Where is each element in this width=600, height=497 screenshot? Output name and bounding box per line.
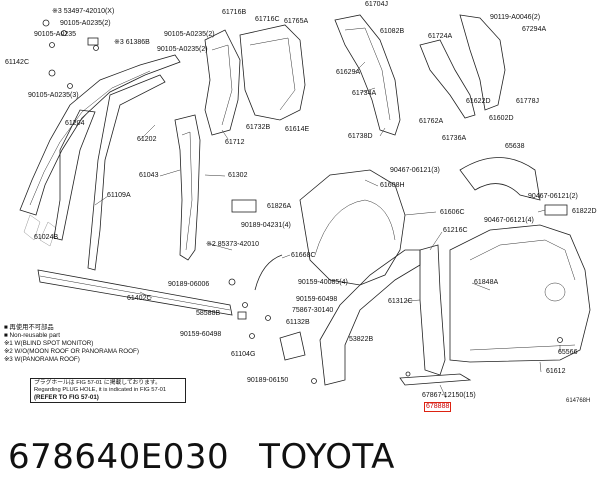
label-53822b: 53822B [349,336,374,343]
label-61109a: 61109A [107,192,131,199]
caption-brand: TOYOTA [259,437,395,477]
label-61765a: 61765A [284,18,309,25]
caption-part-number: 678640E030 [8,437,230,477]
leader-lines [75,61,561,399]
label-61826a: 61826A [267,203,292,210]
label-61614e: 61614E [285,126,310,133]
label-61736a: 61736A [442,135,467,142]
label-61606c: 61606C [440,209,465,216]
note-nonreusable-en: ■ Non-reusable part [4,332,60,339]
reinforcement-61712 [204,29,241,136]
center-pillar-61043 [174,114,201,261]
fastener-group-top-left [42,19,99,89]
ref-line-fig: (REFER TO FIG 57-01) [34,394,99,401]
panel-61602d [419,14,506,119]
label-61312c: 61312C [388,298,413,305]
label-85373-42010: ※2 85373-42010 [206,241,259,248]
label-61402c: 61402C [127,295,152,302]
roof-rail-61204 [19,54,181,247]
side-sill-61402c [37,269,233,316]
label-61608h: 61608H [380,182,405,189]
ref-line-jp: プラグホールは FIG 57-01 に掲載しております。 [34,380,161,386]
label-61622d: 61622D [466,98,491,105]
clip-group [228,278,563,384]
label-65566: 65566 [558,349,578,356]
figure-code: 614768H [566,398,591,404]
label-90105-a0235-3: 90105-A0235(3) [28,92,79,99]
bracket-61104g [279,331,306,361]
quarter-upper-61716c [239,24,306,121]
label-61612: 61612 [546,368,566,375]
label-90159-60498b: 90159-60498 [180,331,222,338]
label-90119-a0046: 90119-A0046(2) [490,14,541,21]
label-61024b: 61024B [34,234,59,241]
label-61142c: 61142C [5,59,30,66]
note-nonreusable-jp: ■ 再使用不可部品 [4,324,54,331]
label-61732b: 61732B [246,124,271,131]
label-90105-a0235-2: 90105-A0235(2) [60,20,111,27]
label-90105-a0235-2c: 90105-A0235(2) [157,46,208,53]
label-67867-12150: 67867-12150(15) [422,392,476,399]
label-61734a: 61734A [352,90,377,97]
label-61132b: 61132B [286,319,310,326]
label-90189-06006: 90189-06006 [168,281,210,288]
label-90189-06150: 90189-06150 [247,377,289,384]
label-61778j: 61778J [516,98,539,105]
reference-box: プラグホールは FIG 57-01 に掲載しております。 Regarding P… [30,378,186,403]
panel-61704j [334,14,401,136]
part-61822d [544,204,568,216]
label-61738d: 61738D [348,133,373,140]
label-90105-a0235-2b: 90105-A0235(2) [164,31,215,38]
ref-line-en: Regarding PLUG HOLE, it is indicated in … [34,387,167,393]
label-90467-2: 90467-06121(2) [528,193,578,200]
front-frame-61132b [319,249,421,386]
part-61826a [231,199,257,213]
label-61216c: 61216C [443,227,468,234]
label-90159-40085: 90159-40085(4) [298,279,348,286]
label-90105-a0235: 90105-A0235 [34,31,77,38]
label-61202: 61202 [137,136,157,143]
label-61386b: ※3 61386B [114,39,150,46]
label-678888-highlighted[interactable]: 678888 [423,402,452,412]
label-58588b: 58588B [196,310,221,317]
exploded-body-diagram [19,14,591,399]
label-61302: 61302 [228,172,248,179]
label-75867-30140: 75867-30140 [292,307,334,314]
strip-61668c [254,254,283,291]
caption: 678640E030 TOYOTA [8,437,425,477]
label-61043: 61043 [139,172,159,179]
front-pillar-61202 [53,74,166,271]
label-53497-42010: ※3 53497-42010(X) [52,8,115,15]
label-61848a: 61848A [474,279,499,286]
label-90189-04231: 90189-04231(4) [241,222,291,229]
label-61762a: 61762A [419,118,444,125]
fender-liner-65638 [459,157,541,201]
label-61704j: 61704J [365,1,388,8]
note-blind-spot: ※1 W(BLIND SPOT MONITOR) [4,340,94,347]
label-61724a: 61724A [428,33,453,40]
label-61629a: 61629A [336,69,361,76]
label-61668c: 61668C [291,252,316,259]
center-pillar-outer-61312c [419,244,446,376]
label-61712: 61712 [225,139,245,146]
label-61204: 61204 [65,120,85,127]
note-panorama-roof: ※3 W(PANORAMA ROOF) [4,356,80,363]
label-61082b: 61082B [380,28,405,35]
label-65638: 65638 [505,143,525,150]
label-61602d: 61602D [489,115,514,122]
label-61822d: 61822D [572,208,597,215]
label-61716c: 61716C [255,16,280,23]
label-61716b: 61716B [222,9,247,16]
label-61104g: 61104G [231,351,256,358]
label-67294a: 67294A [522,26,547,33]
label-90467-3: 90467-06121(3) [390,167,440,174]
side-outer-panel-61612 [449,224,591,363]
note-moon-roof: ※2 W/O(MOON ROOF OR PANORAMA ROOF) [4,348,139,355]
rocker-strip-67867 [399,373,472,386]
label-90159-60498: 90159-60498 [296,296,338,303]
legend-notes: ■ 再使用不可部品 ■ Non-reusable part ※1 W(BLIND… [4,324,139,364]
label-90467-4: 90467-06121(4) [484,217,534,224]
wheel-house-61606c [299,169,406,286]
